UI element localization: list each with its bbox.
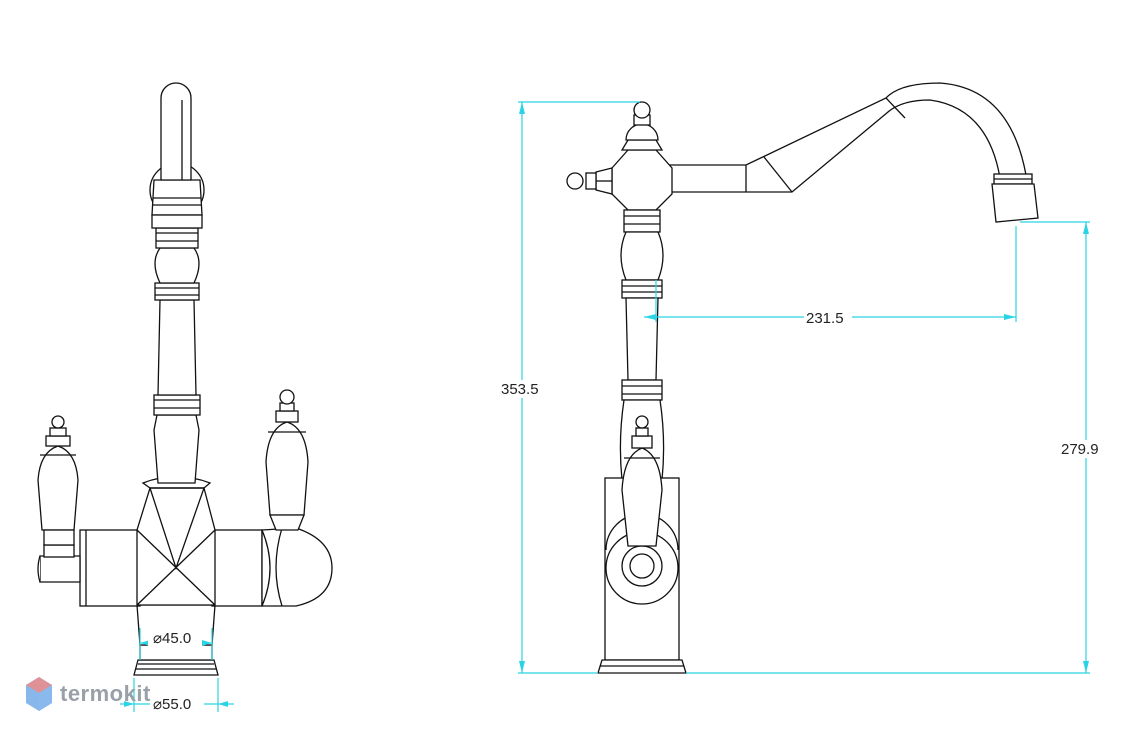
- front-right-arm: [211, 529, 263, 607]
- front-right-lever: [265, 389, 309, 531]
- side-head: [566, 101, 673, 211]
- side-lever: [621, 415, 663, 547]
- side-reach-label: 231.5: [806, 310, 844, 327]
- hexagon-logo-icon: [26, 677, 52, 711]
- front-left-arm: [79, 529, 141, 607]
- front-base-diameter-label: ⌀55.0: [153, 696, 191, 713]
- side-aerator: [991, 173, 1039, 223]
- front-base: [133, 659, 219, 676]
- front-column: [153, 227, 201, 484]
- side-column: [619, 209, 665, 481]
- front-left-lever: [37, 415, 79, 546]
- front-right-knob: [261, 527, 333, 607]
- logo-text: termokit: [60, 681, 151, 706]
- front-view: ⌀45.0 ⌀55.0: [37, 82, 333, 713]
- termokit-logo: termokit: [24, 676, 151, 712]
- side-spout-arm: [663, 82, 1027, 193]
- front-base-collar: [139, 644, 213, 661]
- side-spout-height-label: 279.9: [1061, 441, 1099, 458]
- front-center-body: [136, 487, 216, 606]
- front-inner-diameter-label: ⌀45.0: [153, 630, 191, 647]
- front-left-knob: [39, 555, 81, 583]
- side-total-height-label: 353.5: [501, 381, 539, 398]
- side-view: 353.5 231.5 279.9: [500, 82, 1110, 674]
- front-spout: [149, 82, 205, 229]
